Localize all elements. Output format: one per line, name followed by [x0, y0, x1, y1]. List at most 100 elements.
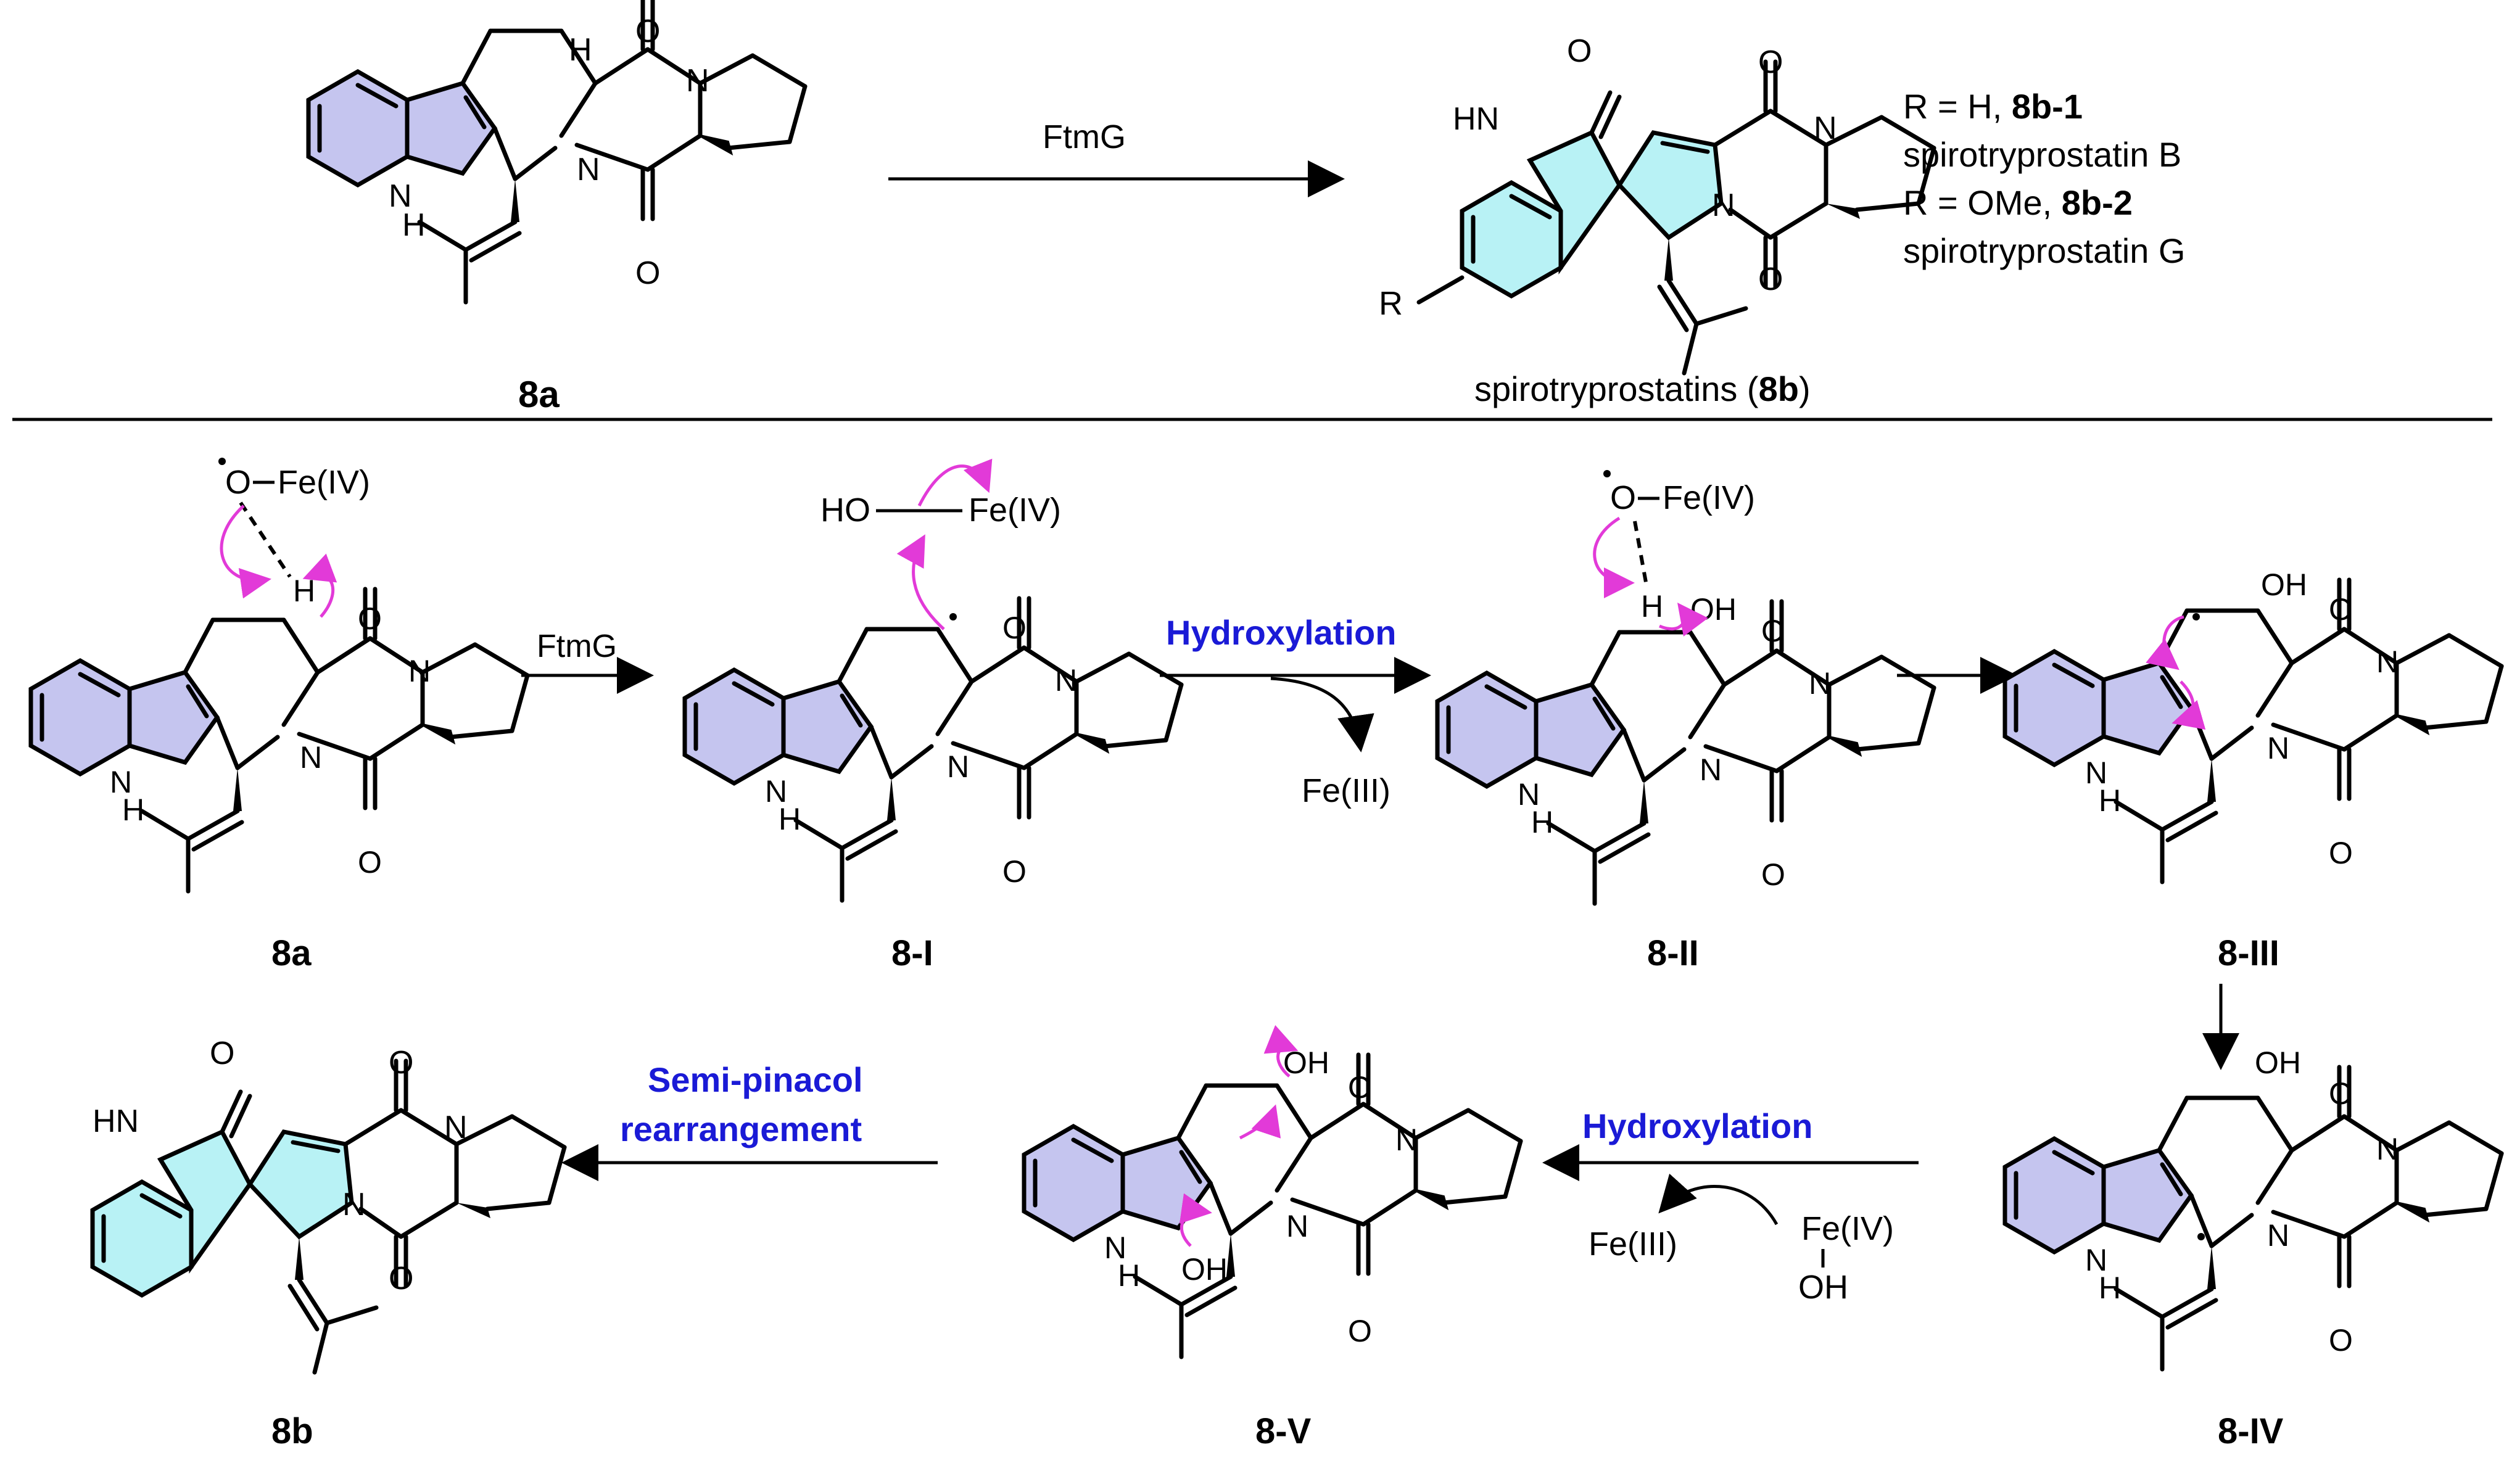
atom-n: N: [2085, 1243, 2107, 1277]
atom-h: H: [293, 574, 315, 608]
compound-label-8-II: 8-II: [1647, 933, 1699, 973]
top-product-8b: HN O O O N N R spirotryprostatins (8b): [1379, 33, 1934, 408]
atom-n: N: [1395, 1123, 1418, 1157]
atom-o: O: [635, 255, 660, 291]
arrow-hydroxylation-2: Hydroxylation Fe(III) Fe(IV) OH: [1542, 1107, 1919, 1306]
atom-o: O: [389, 1261, 413, 1296]
atom-oh: OH: [1181, 1252, 1228, 1287]
oh-2: OH: [1798, 1269, 1848, 1306]
fe-iv-2: Fe(IV): [1801, 1210, 1894, 1247]
r-group: R: [1379, 285, 1403, 322]
atom-nh: H: [2099, 1271, 2121, 1305]
atom-oh: OH: [2261, 567, 2307, 602]
arrow-semi-pinacol: Semi-pinacol rearrangement: [561, 1060, 938, 1181]
atom-nh: H: [122, 793, 144, 827]
mech-8-II: H N H OH O O N N O Fe(IV) 8-II: [1437, 470, 1934, 973]
arrow-ftmg: FtmG: [521, 629, 654, 694]
atom-oh: OH: [2255, 1045, 2301, 1080]
step-hydroxylation-1: Hydroxylation: [1166, 613, 1396, 652]
top-arrow: FtmG: [888, 118, 1345, 197]
atom-o: O: [2329, 1076, 2353, 1111]
atom-o: O: [1348, 1070, 1372, 1105]
compound-label-8-V: 8-V: [1255, 1411, 1312, 1451]
atom-n: N: [342, 1187, 366, 1222]
atom-h: H: [569, 32, 592, 68]
compound-label-8-I: 8-I: [891, 933, 933, 973]
iron-iv: Fe(IV): [278, 464, 370, 501]
atom-n: N: [1712, 188, 1735, 223]
atom-n: N: [577, 152, 600, 188]
mech-8a: H N H O O N N O Fe(IV) 8a: [31, 458, 527, 973]
atom-o: O: [1002, 854, 1027, 889]
step-semi-pinacol-1: Semi-pinacol: [648, 1060, 863, 1099]
atom-o: O: [1002, 611, 1027, 645]
atom-o: O: [2329, 592, 2353, 627]
atom-n: N: [1809, 666, 1831, 701]
atom-hn: HN: [1453, 101, 1499, 137]
atom-n: N: [947, 749, 969, 784]
r-group-legend: R = H, 8b-1 spirotryprostatin B R = OMe,…: [1903, 87, 2186, 270]
atom-n: N: [686, 63, 709, 99]
mech-8-I: H N O O N N HO Fe(IV) 8-I: [685, 458, 1181, 973]
atom-o: O: [1761, 857, 1785, 892]
atom-nh: H: [2099, 783, 2121, 818]
step-hydroxylation-2: Hydroxylation: [1582, 1107, 1812, 1145]
atom-n: N: [110, 765, 132, 799]
product-caption: spirotryprostatins (8b): [1474, 369, 1811, 408]
oxo-o: O: [225, 464, 251, 501]
fe-iii-2: Fe(III): [1589, 1226, 1677, 1263]
arrow-hydroxylation-1: Hydroxylation Fe(III): [1160, 613, 1431, 809]
atom-n: N: [1814, 110, 1837, 146]
atom-o: O: [2329, 1323, 2353, 1358]
atom-n: N: [2376, 1132, 2399, 1166]
atom-n: N: [1055, 663, 1077, 698]
compound-label-8a: 8a: [271, 933, 312, 973]
compound-label-8a-top: 8a: [518, 374, 560, 415]
atom-o: O: [1758, 44, 1783, 80]
ho-label: HO: [820, 492, 870, 529]
top-reagent: FtmG: [1043, 118, 1126, 155]
atom-o: O: [1758, 262, 1783, 297]
iron-iv: Fe(IV): [969, 492, 1061, 529]
atom-oh: OH: [1283, 1045, 1329, 1080]
atom-o: O: [210, 1036, 234, 1071]
atom-n: N: [1104, 1230, 1126, 1265]
mech-8-V: H N OH OH O O N N 8-V: [1024, 1024, 1521, 1451]
compound-label-8-IV: 8-IV: [2218, 1411, 2284, 1451]
atom-n: N: [2267, 731, 2289, 765]
atom-n: N: [300, 740, 322, 775]
atom-o: O: [635, 14, 660, 49]
atom-n: N: [2267, 1218, 2289, 1253]
legend-line-1: R = H, 8b-1: [1903, 87, 2083, 126]
step-semi-pinacol-2: rearrangement: [620, 1110, 862, 1148]
atom-nh: H: [779, 802, 801, 836]
atom-n: N: [1286, 1209, 1308, 1243]
atom-n: N: [444, 1110, 468, 1145]
atom-nh: H: [1531, 805, 1553, 839]
iron-iv: Fe(IV): [1663, 479, 1755, 516]
atom-n: N: [1518, 777, 1540, 812]
atom-n: N: [389, 178, 412, 214]
top-substrate-8a: H N H O O N N 8a: [308, 0, 805, 415]
legend-line-2: spirotryprostatin B: [1903, 135, 2181, 174]
mech-8-IV: H N OH O O N N 8-IV: [2005, 1045, 2502, 1451]
legend-line-3: R = OMe, 8b-2: [1903, 183, 2133, 222]
oxo-o: O: [1610, 479, 1636, 516]
atom-nh: H: [1118, 1258, 1140, 1293]
atom-n: N: [1700, 752, 1722, 787]
legend-line-4: spirotryprostatin G: [1903, 231, 2186, 270]
atom-n: N: [765, 774, 787, 809]
atom-nh: H: [402, 207, 426, 243]
compound-label-8b: 8b: [271, 1411, 313, 1451]
atom-hn: HN: [93, 1103, 139, 1139]
atom-n: N: [408, 654, 431, 688]
compound-label-8-III: 8-III: [2218, 933, 2279, 973]
atom-h: H: [1641, 589, 1663, 624]
mech-8b: HN O O O N N 8b: [93, 1036, 564, 1451]
atom-o: O: [389, 1045, 413, 1081]
reagent-ftmg: FtmG: [537, 629, 617, 664]
atom-o: O: [358, 601, 382, 636]
atom-n: N: [2376, 645, 2399, 679]
atom-o: O: [2329, 836, 2353, 870]
